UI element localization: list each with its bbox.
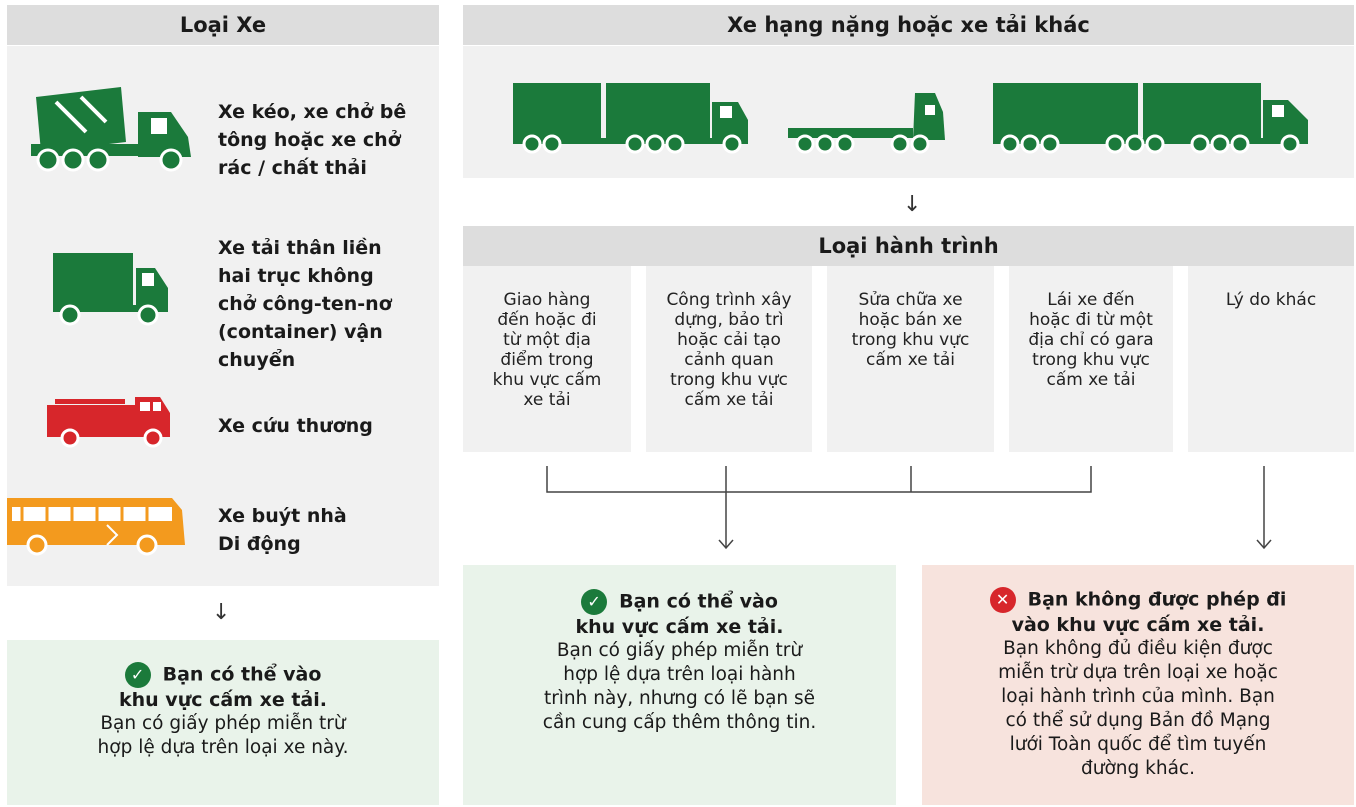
check-icon: ✓ bbox=[124, 662, 151, 688]
result-allowed-trip: ✓Bạn có thể vào khu vực cấm xe tải. Bạn … bbox=[463, 565, 896, 805]
vehicle-type-header: Loại Xe bbox=[7, 5, 439, 45]
road-train-icon bbox=[993, 83, 1308, 154]
box-truck-icon bbox=[53, 253, 168, 326]
vehicle-label-fire-truck: Xe cứu thương bbox=[218, 415, 373, 437]
vehicle-label-box-truck: Xe tải thân liền hai trục không chở công… bbox=[218, 237, 392, 371]
down-arrow-icon: ↓ bbox=[903, 192, 922, 217]
bus-icon bbox=[7, 498, 185, 556]
truck-with-trailer-icon bbox=[513, 83, 748, 154]
heavy-vehicle-header: Xe hạng nặng hoặc xe tải khác bbox=[463, 5, 1354, 45]
flow-connectors bbox=[546, 466, 1272, 550]
flatbed-truck-icon bbox=[788, 93, 945, 154]
vehicle-label-bus: Xe buýt nhà Di động bbox=[218, 505, 347, 555]
check-icon: ✓ bbox=[581, 589, 608, 615]
fire-truck-icon bbox=[47, 397, 170, 448]
vehicle-label-mixer: Xe kéo, xe chở bê tông hoặc xe chở rác /… bbox=[218, 101, 407, 179]
cross-icon: ✕ bbox=[989, 587, 1016, 613]
result-allowed-vehicle: ✓Bạn có thể vào khu vực cấm xe tải. Bạn … bbox=[7, 640, 439, 805]
trip-type-header: Loại hành trình bbox=[463, 226, 1354, 266]
mixer-truck-icon bbox=[31, 87, 191, 172]
result-denied: ✕Bạn không được phép đi vào khu vực cấm … bbox=[922, 565, 1354, 805]
trip-other: Lý do khác bbox=[1188, 266, 1354, 452]
down-arrow-icon: ↓ bbox=[212, 600, 231, 625]
